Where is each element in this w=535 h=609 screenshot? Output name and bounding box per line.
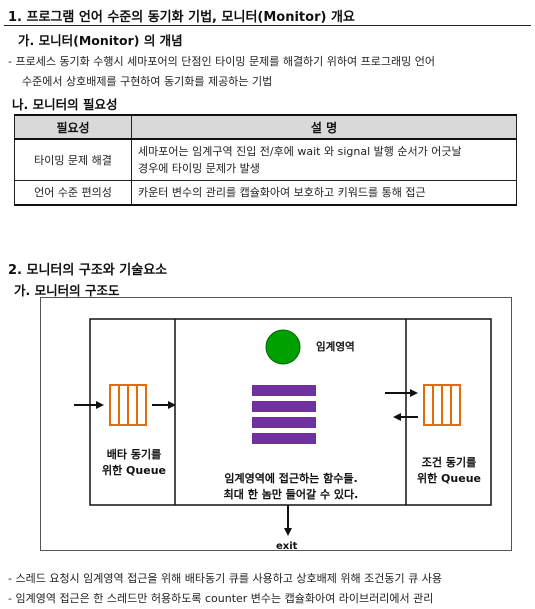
table-row: 타이밍 문제 해결 세마포어는 임계구역 진입 전/후에 wait 와 sign… [14, 138, 517, 181]
table-header-desc: 설 명 [131, 114, 517, 140]
table-cell-desc-line: 경우에 타이밍 문제가 발생 [138, 162, 260, 175]
exit-label: exit [276, 541, 298, 552]
table-header-row: 필요성 설 명 [14, 114, 517, 140]
concept-desc-line1: - 프로세스 동기화 수행시 세마포어의 단점인 타이밍 문제를 해결하기 위하… [8, 55, 435, 68]
condition-queue-label-line: 조건 동기를 [421, 456, 477, 469]
critical-section-icon [265, 329, 301, 365]
table-row: 언어 수준 편의성 카운터 변수의 관리를 캡슐화아여 보호하고 키워드를 통해… [14, 180, 517, 206]
table-header-need: 필요성 [14, 114, 132, 140]
table-cell-desc-line: 세마포어는 임계구역 진입 전/후에 wait 와 signal 발행 순서가 … [138, 145, 462, 158]
entry-queue-label-line: 위한 Queue [101, 464, 166, 477]
function-label-line: 임계영역에 접근하는 함수들. [224, 472, 358, 485]
heading-rule [4, 25, 531, 26]
table-cell-desc: 카운터 변수의 관리를 캡슐화아여 보호하고 키워드를 통해 접근 [131, 180, 517, 206]
condition-queue-label: 조건 동기를 위한 Queue [409, 455, 489, 487]
critical-section-label: 임계영역 [316, 341, 355, 353]
condition-queue-icon [423, 384, 461, 426]
function-stack-icon [252, 385, 316, 444]
table-cell-desc: 세마포어는 임계구역 진입 전/후에 wait 와 signal 발행 순서가 … [131, 138, 517, 181]
monitor-diagram: 임계영역 배타 동기를 위한 Queue 임계영역에 접근하는 함수들. 최대 … [40, 297, 512, 552]
condition-queue-label-line: 위한 Queue [416, 472, 481, 485]
entry-queue-label: 배타 동기를 위한 Queue [94, 447, 174, 479]
table-cell-desc-line: 카운터 변수의 관리를 캡슐화아여 보호하고 키워드를 통해 접근 [138, 186, 426, 199]
section1-heading: 1. 프로그램 언어 수준의 동기화 기법, 모니터(Monitor) 개요 [8, 10, 355, 25]
necessity-table: 필요성 설 명 타이밍 문제 해결 세마포어는 임계구역 진입 전/후에 wai… [14, 114, 517, 206]
entry-queue-icon [109, 384, 147, 426]
structure-note-2: - 임계영역 접근은 한 스레드만 허용하도록 counter 변수는 캡슐화아… [8, 592, 434, 605]
function-label-line: 최대 한 놈만 들어갈 수 있다. [223, 488, 359, 501]
section1-sub-a: 가. 모니터(Monitor) 의 개념 [18, 33, 183, 48]
monitor-diagram-svg [40, 297, 512, 551]
concept-desc-line2: 수준에서 상호배제를 구현하여 동기화를 제공하는 기법 [22, 75, 273, 88]
section2-heading: 2. 모니터의 구조와 기술요소 [8, 263, 168, 278]
table-cell-key: 언어 수준 편의성 [14, 180, 132, 206]
section1-sub-b: 나. 모니터의 필요성 [12, 97, 118, 112]
section2-sub-a: 가. 모니터의 구조도 [14, 283, 120, 298]
structure-note-1: - 스레드 요청시 임계영역 접근을 위해 배타동기 큐를 사용하고 상호배제 … [8, 572, 442, 585]
table-cell-key: 타이밍 문제 해결 [14, 138, 132, 181]
entry-queue-label-line: 배타 동기를 [106, 448, 162, 461]
function-label: 임계영역에 접근하는 함수들. 최대 한 놈만 들어갈 수 있다. [180, 471, 402, 503]
